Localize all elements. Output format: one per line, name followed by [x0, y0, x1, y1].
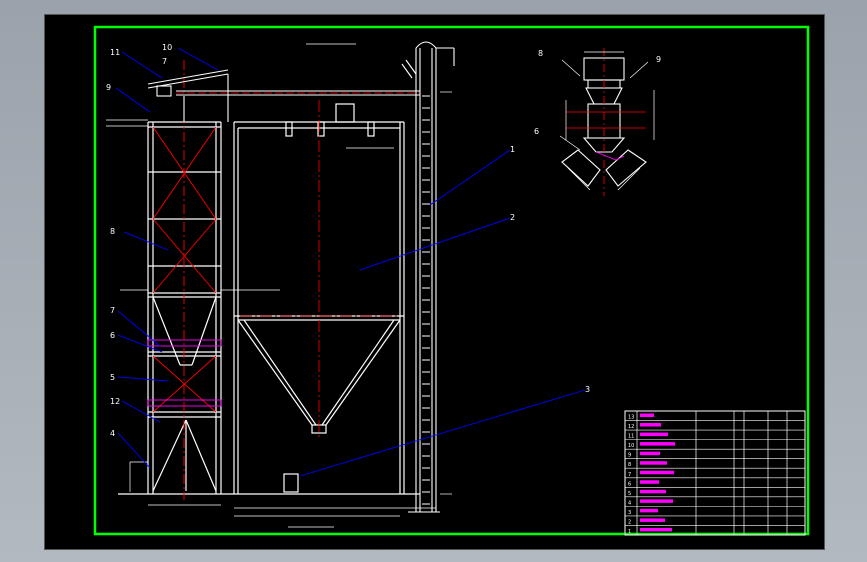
support-frame: [118, 121, 228, 495]
main-silo: [228, 103, 420, 495]
table-row-number: 6: [628, 481, 631, 487]
table-row-text: [640, 480, 659, 484]
leader-lines: [115, 47, 586, 477]
table-row-text: [640, 527, 672, 532]
callout-7: 7: [162, 57, 167, 66]
drawing-sheet: [44, 14, 825, 550]
table-row-text: [640, 518, 665, 522]
frame-bracing: [147, 60, 222, 500]
table-row-text: [640, 413, 654, 417]
callouts: 11 10 7 9 8 7 6 5 12 4 1 2 3: [106, 43, 590, 438]
parts-table-rows: 13 12 11 10 9 8 7 6 5 4 3 2 1: [625, 413, 805, 535]
table-row-text: [640, 461, 667, 465]
callout-1: 1: [510, 145, 515, 154]
callout-2: 2: [510, 213, 515, 222]
callout-10: 10: [162, 43, 172, 52]
detail-callout-6: 6: [534, 127, 539, 136]
table-row-number: 4: [628, 500, 631, 506]
detail-callout-8: 8: [538, 49, 543, 58]
callout-5: 5: [110, 373, 115, 382]
table-row-number: 5: [628, 491, 631, 497]
top-conveyor: [147, 69, 420, 122]
bucket-elevator: [401, 41, 455, 513]
elevator-rungs: [422, 95, 430, 505]
callout-11: 11: [110, 48, 120, 57]
table-row-number: 11: [628, 434, 634, 440]
table-row-number: 3: [628, 510, 631, 516]
detail-centerlines: [566, 48, 646, 196]
table-row-text: [640, 442, 675, 446]
table-row-number: 1: [628, 529, 631, 535]
table-row-text: [640, 470, 674, 475]
table-row-text: [640, 432, 668, 437]
table-row-text: [640, 451, 660, 456]
table-row-text: [640, 423, 661, 427]
detail-labels: 8 9 6: [534, 49, 661, 136]
table-row-number: 7: [628, 472, 631, 478]
detail-dimensions: [559, 51, 655, 191]
detail-callout-9: 9: [656, 55, 661, 64]
callout-7b: 7: [110, 306, 115, 315]
table-row-text: [640, 499, 673, 503]
table-row-number: 10: [628, 443, 634, 449]
dimension-lines: [106, 43, 452, 517]
table-row-number: 2: [628, 519, 631, 525]
table-row-number: 9: [628, 453, 631, 459]
callout-6: 6: [110, 331, 115, 340]
callout-4: 4: [110, 429, 115, 438]
callout-9: 9: [106, 83, 111, 92]
table-row-text: [640, 489, 666, 494]
table-row-number: 13: [628, 415, 634, 421]
table-row-number: 8: [628, 462, 631, 468]
callout-12: 12: [110, 397, 120, 406]
drawing-border: [93, 25, 810, 536]
callout-3: 3: [585, 385, 590, 394]
table-row-text: [640, 508, 658, 513]
table-row-number: 12: [628, 424, 634, 430]
parts-table: 13 12 11 10 9 8 7 6 5 4 3 2 1: [624, 410, 806, 536]
callout-8: 8: [110, 227, 115, 236]
